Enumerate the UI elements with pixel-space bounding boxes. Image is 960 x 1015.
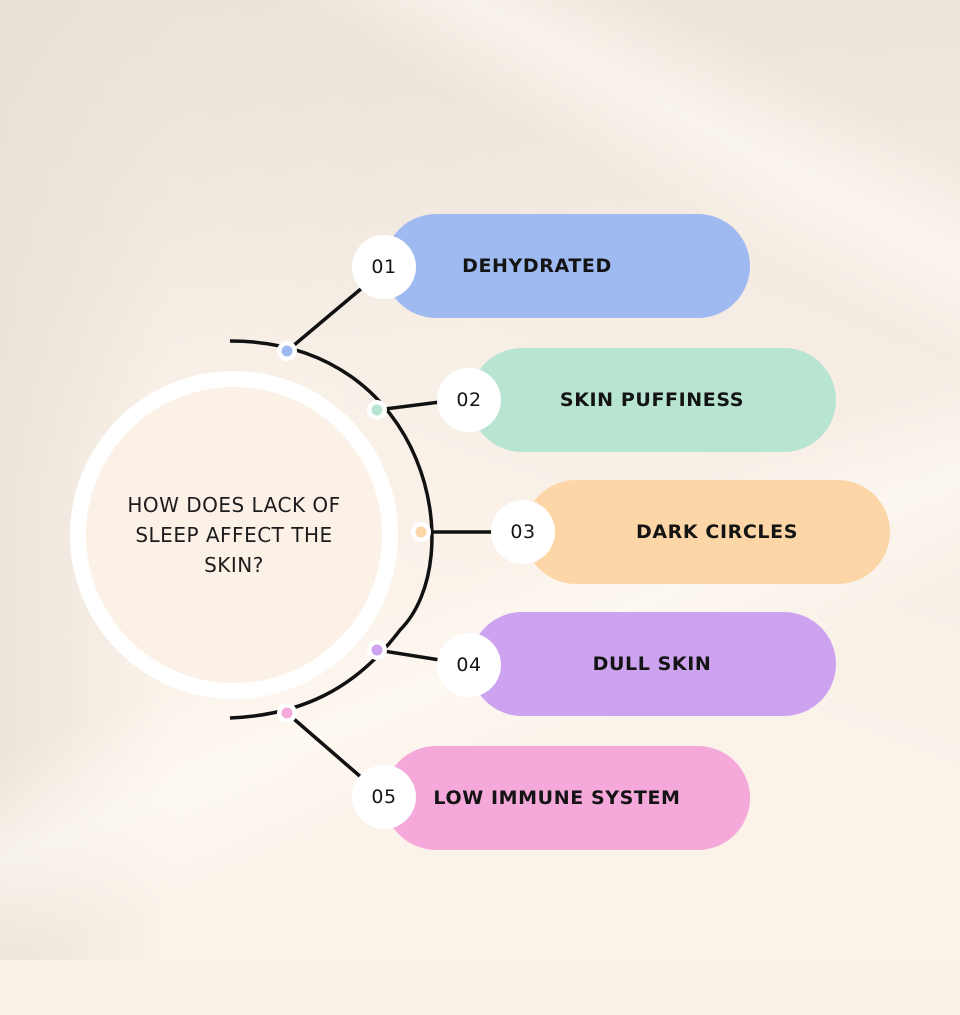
- item-number-badge-02: 02: [437, 368, 501, 432]
- node-03: [411, 522, 431, 542]
- connector-line-01: [285, 286, 364, 353]
- item-pill-02: SKIN PUFFINESS: [470, 348, 836, 452]
- node-04: [367, 640, 387, 660]
- connector-line-04: [376, 648, 441, 662]
- center-title: HOW DOES LACK OF SLEEP AFFECT THE SKIN?: [127, 493, 341, 577]
- node-03-dot: [415, 526, 427, 538]
- item-number-04: 04: [456, 654, 482, 676]
- item-pill-01: DEHYDRATED: [384, 214, 750, 318]
- item-number-03: 03: [510, 521, 536, 543]
- item-pill-04: DULL SKIN: [470, 612, 836, 716]
- item-number-01: 01: [371, 256, 397, 278]
- item-label-01: DEHYDRATED: [462, 255, 612, 277]
- item-number-badge-01: 01: [352, 235, 416, 299]
- item-pill-05: LOW IMMUNE SYSTEM: [384, 746, 750, 850]
- item-label-04: DULL SKIN: [592, 653, 712, 675]
- connector-line-02: [376, 400, 441, 412]
- item-label-03: DARK CIRCLES: [635, 521, 798, 543]
- connector-line-05: [285, 711, 364, 780]
- item-number-badge-03: 03: [491, 500, 555, 564]
- node-05: [277, 703, 297, 723]
- item-label-05: LOW IMMUNE SYSTEM: [433, 787, 681, 809]
- connector-diagram: [229, 286, 492, 780]
- node-02: [367, 400, 387, 420]
- item-number-02: 02: [456, 389, 482, 411]
- node-05-dot: [281, 707, 293, 719]
- node-04-dot: [371, 644, 383, 656]
- center-circle: HOW DOES LACK OF SLEEP AFFECT THE SKIN?: [70, 371, 398, 699]
- item-number-05: 05: [371, 786, 397, 808]
- item-number-badge-05: 05: [352, 765, 416, 829]
- node-02-dot: [371, 404, 383, 416]
- main-arc: [229, 339, 434, 720]
- item-number-badge-04: 04: [437, 633, 501, 697]
- node-01: [277, 341, 297, 361]
- item-pill-03: DARK CIRCLES: [524, 480, 890, 584]
- item-label-02: SKIN PUFFINESS: [559, 389, 745, 411]
- node-01-dot: [281, 345, 293, 357]
